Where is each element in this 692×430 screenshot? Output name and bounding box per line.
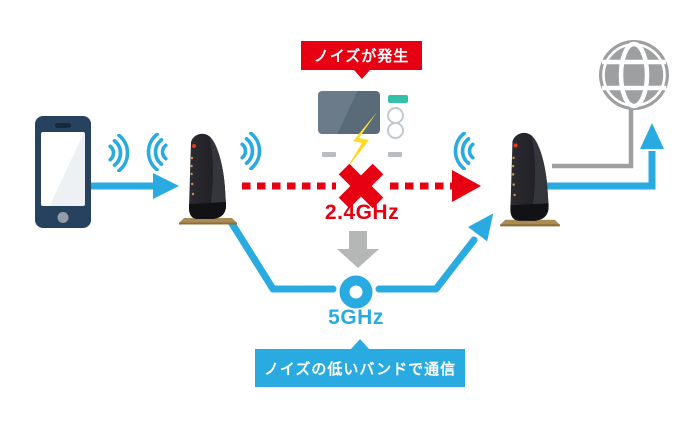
wifi-waves-icon bbox=[108, 134, 130, 172]
phone-speaker bbox=[55, 123, 71, 128]
left-router-icon bbox=[179, 133, 237, 225]
band-5ghz-arrowhead bbox=[468, 213, 494, 242]
blocked-link-arrowhead bbox=[452, 170, 481, 202]
noise-callout-text: ノイズが発生 bbox=[313, 48, 410, 65]
microwave-icon bbox=[314, 85, 413, 157]
microwave-panel bbox=[382, 91, 386, 133]
smartphone-icon bbox=[35, 116, 91, 228]
phone-screen bbox=[41, 132, 85, 206]
down-arrow-icon bbox=[337, 231, 379, 268]
microwave-door bbox=[318, 91, 380, 134]
solution-callout-label: ノイズの低いバンドで通信 bbox=[255, 339, 465, 387]
router-led-icon bbox=[513, 143, 518, 148]
band-5ghz-path-left bbox=[227, 218, 337, 293]
wifi-waves-icon bbox=[240, 132, 262, 170]
microwave-display bbox=[388, 95, 408, 103]
noise-callout-label: ノイズが発生 bbox=[301, 41, 422, 79]
wifi-waves-icon bbox=[146, 133, 168, 171]
globe-icon bbox=[599, 40, 669, 110]
router-led-icon bbox=[192, 144, 196, 148]
microwave-foot bbox=[322, 152, 336, 157]
wifi-waves-icon bbox=[453, 132, 475, 170]
router-to-internet-arrow bbox=[547, 151, 656, 190]
ring-icon bbox=[339, 275, 373, 309]
right-router-icon bbox=[500, 132, 560, 227]
lightning-bolt-icon bbox=[345, 112, 377, 171]
x-mark-icon bbox=[338, 163, 384, 209]
solution-callout-text: ノイズの低いバンドで通信 bbox=[263, 360, 457, 378]
phone-home-button bbox=[57, 212, 69, 223]
microwave-knob bbox=[387, 122, 404, 139]
router-to-internet-line bbox=[552, 104, 634, 169]
phone-to-router-arrowhead bbox=[153, 173, 179, 199]
blocked-band-label: 2.4GHz bbox=[324, 201, 400, 224]
clear-band-label: 5GHz bbox=[328, 306, 384, 329]
microwave-foot bbox=[388, 152, 402, 157]
router-to-internet-arrowhead bbox=[640, 123, 664, 149]
band-5ghz-path-right bbox=[375, 236, 478, 293]
